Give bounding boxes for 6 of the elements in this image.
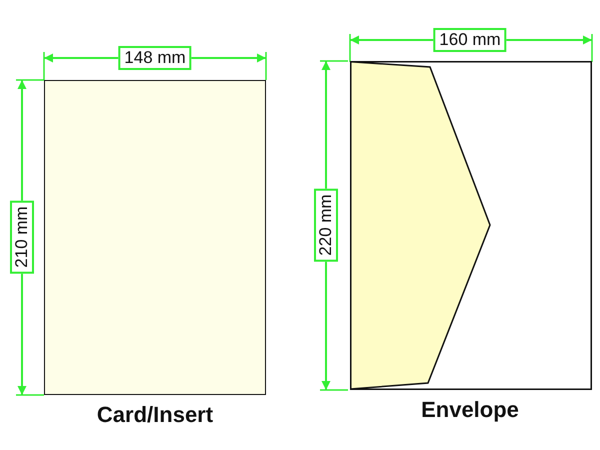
dimension-label: 148 mm <box>118 46 192 70</box>
dimension-label: 210 mm <box>10 200 34 274</box>
sheet-title: Card/Insert <box>96 402 214 428</box>
dimension-label: 160 mm <box>433 28 507 52</box>
dimension-label: 220 mm <box>314 188 338 262</box>
sheet-title: Envelope <box>421 397 519 423</box>
